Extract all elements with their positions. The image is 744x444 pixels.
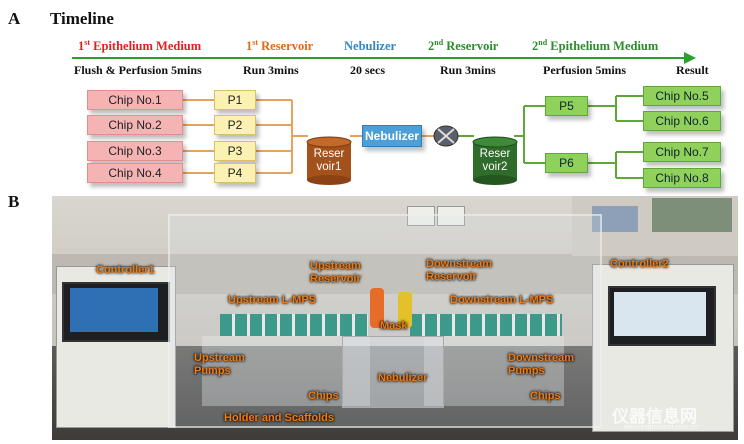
reservoir1-label-line2: voir1 <box>316 161 342 173</box>
nebulizer-label: Nebulizer <box>364 129 419 143</box>
reservoir1-cylinder: Reser voir1 <box>306 136 352 186</box>
chip-label: Chip No.3 <box>108 144 162 158</box>
label-upstream-pumps: Upstream Pumps <box>194 352 245 377</box>
stage-header-3: Nebulizer <box>344 39 397 53</box>
chip-label: Chip No.6 <box>655 114 709 128</box>
label-mask: Mask <box>380 320 408 332</box>
timeline-arrowhead-icon <box>684 52 696 64</box>
label-chips-left: Chips <box>308 390 339 402</box>
stage-sub-4: Run 3mins <box>440 63 496 77</box>
label-upstream-reservoir: Upstream Reservoir <box>310 260 361 285</box>
pump-box-p4: P4 <box>214 163 256 183</box>
label-chips-right: Chips <box>530 390 561 402</box>
pump-label: P3 <box>227 144 243 158</box>
pump-label: P1 <box>227 93 243 107</box>
stage-sub-6: Result <box>676 63 709 77</box>
panel-a-letter: A <box>8 9 21 28</box>
pump-box-p3: P3 <box>214 141 256 161</box>
timeline-line <box>72 57 686 59</box>
label-holder-and-scaffolds: Holder and Scaffolds <box>224 412 335 424</box>
valve-icon <box>433 125 459 147</box>
label-downstream-reservoir: Downstream Reservoir <box>426 258 493 283</box>
pump-label: P6 <box>559 156 574 170</box>
chip-label: Chip No.8 <box>655 171 709 185</box>
panel-b-letter: B <box>8 192 20 211</box>
pump-label: P5 <box>559 99 574 113</box>
pump-label: P4 <box>227 166 243 180</box>
chip-label: Chip No.2 <box>108 118 162 132</box>
lab-photo: Controller1 Controller2 Upstream Reservo… <box>52 196 738 440</box>
chip-box-8: Chip No.8 <box>643 168 721 188</box>
nebulizer-box: Nebulizer <box>362 125 422 147</box>
label-upstream-lmps: Upstream L-MPS <box>228 294 317 306</box>
chip-label: Chip No.5 <box>655 89 709 103</box>
reservoir1-label-line1: Reser <box>313 148 345 160</box>
chip-label: Chip No.4 <box>108 166 162 180</box>
stage-header-4: 2nd Reservoir <box>428 38 499 54</box>
label-downstream-lmps: Downstream L-MPS <box>450 294 554 306</box>
stage-header-5: 2nd Epithelium Medium <box>532 38 659 54</box>
reservoir2-cylinder: Reser voir2 <box>472 136 518 186</box>
stage-sub-2: Run 3mins <box>243 63 299 77</box>
stage-sub-1: Flush & Perfusion 5mins <box>74 63 202 77</box>
watermark-text: 仪器信息网 <box>612 407 697 426</box>
chip-box-1: Chip No.1 <box>87 90 183 110</box>
chip-box-2: Chip No.2 <box>87 115 183 135</box>
chip-box-3: Chip No.3 <box>87 141 183 161</box>
pump-box-p2: P2 <box>214 115 256 135</box>
chip-box-6: Chip No.6 <box>643 111 721 131</box>
chip-box-7: Chip No.7 <box>643 142 721 162</box>
stage-header-2: 1st Reservoir <box>246 38 314 54</box>
chip-label: Chip No.1 <box>108 93 162 107</box>
chip-box-5: Chip No.5 <box>643 86 721 106</box>
pump-label: P2 <box>227 118 243 132</box>
watermark-url: www.instrument.com.cn <box>624 424 698 431</box>
reservoir2-label-line1: Reser <box>479 148 511 160</box>
stage-sub-3: 20 secs <box>350 63 385 77</box>
pump-box-p6: P6 <box>545 153 588 173</box>
stage-sub-5: Perfusion 5mins <box>543 63 627 77</box>
label-nebulizer: Nebulizer <box>378 372 428 384</box>
stage-header-1: 1st Epithelium Medium <box>78 38 202 54</box>
pump-box-p5: P5 <box>545 96 588 116</box>
chip-box-4: Chip No.4 <box>87 163 183 183</box>
pump-box-p1: P1 <box>214 90 256 110</box>
label-controller1: Controller1 <box>96 264 155 276</box>
flow-connectors <box>183 95 643 179</box>
reservoir2-label-line2: voir2 <box>482 161 508 173</box>
label-downstream-pumps: Downstream Pumps <box>508 352 575 377</box>
chip-label: Chip No.7 <box>655 145 709 159</box>
timeline-title: Timeline <box>50 9 114 28</box>
label-controller2: Controller2 <box>610 258 669 270</box>
